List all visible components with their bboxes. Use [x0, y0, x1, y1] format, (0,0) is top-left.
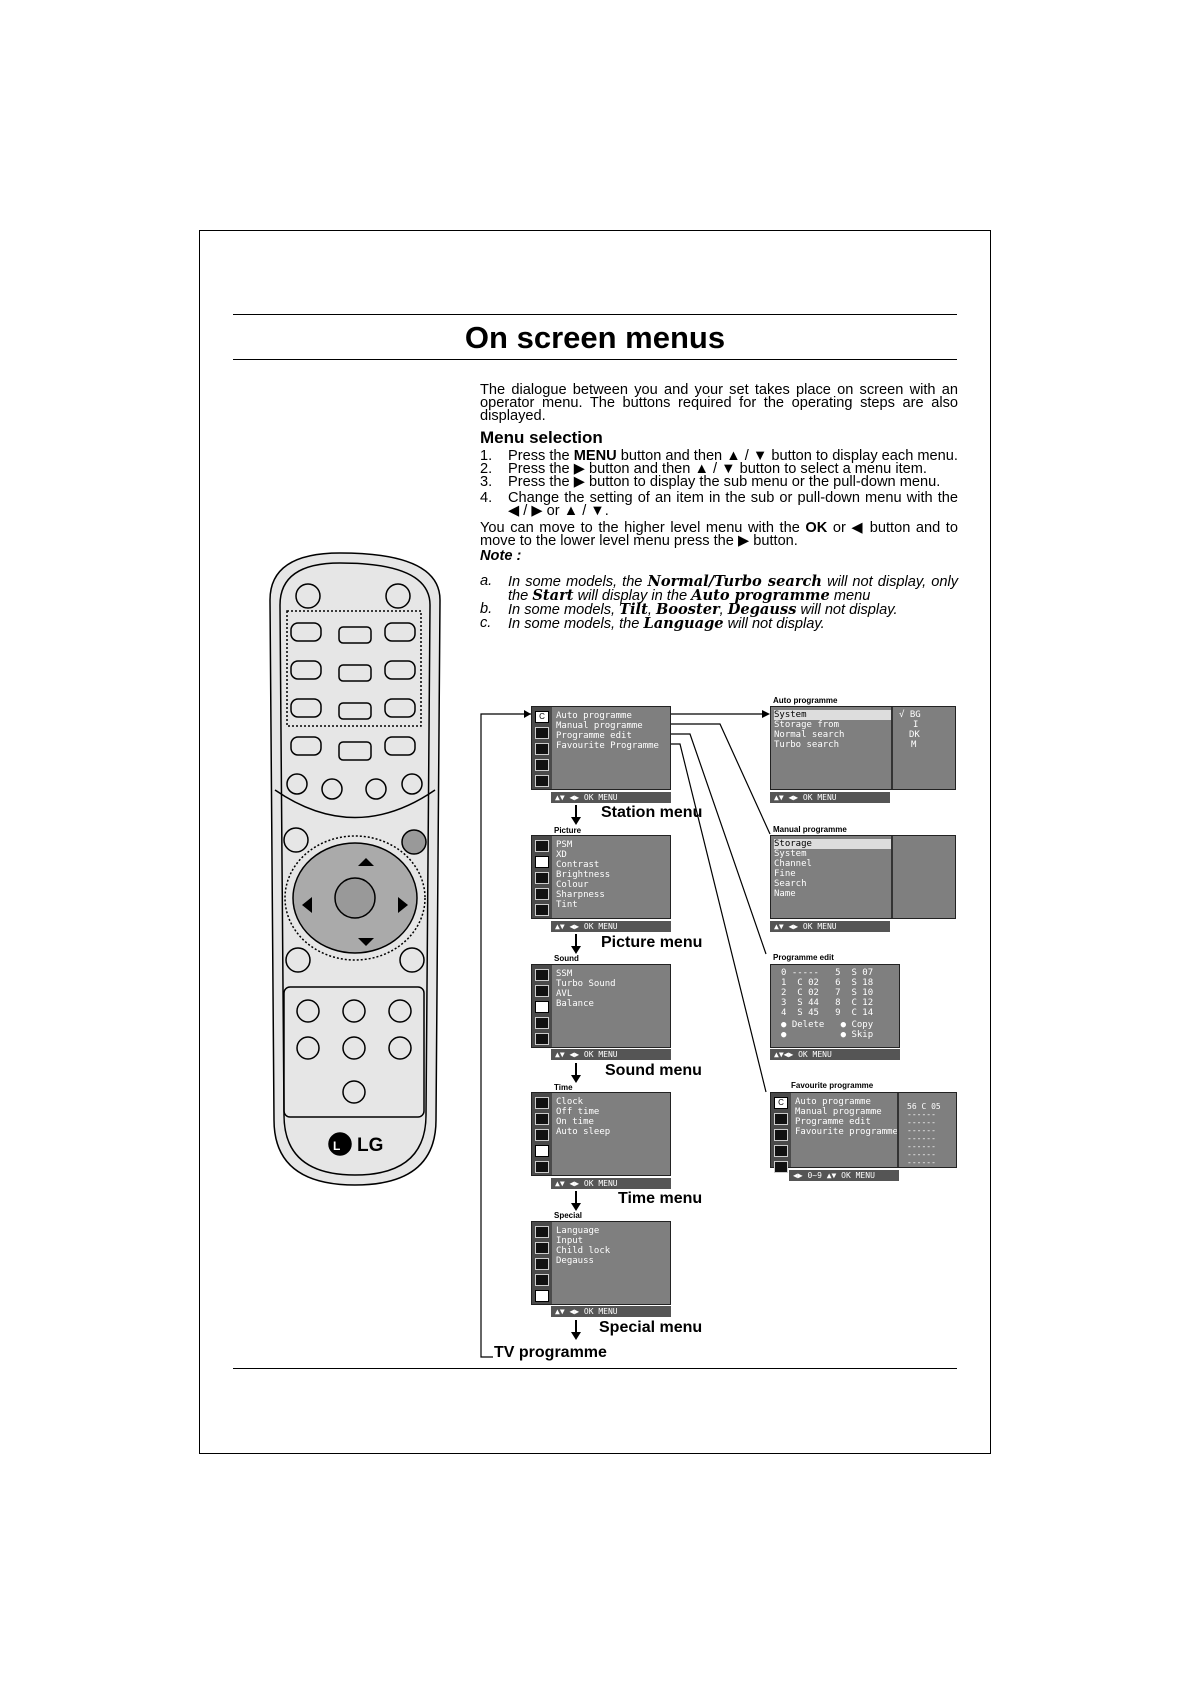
- station-menu-screen: C Auto programme Manual programme Progra…: [531, 706, 671, 790]
- page-frame: [199, 230, 991, 1454]
- menu-item: Manual programme: [556, 721, 643, 731]
- picture-title: Picture: [554, 826, 582, 835]
- note-b: b.In some models, Tilt, Booster, Degauss…: [480, 601, 898, 618]
- special-title: Special: [554, 1211, 583, 1220]
- note-a: a.In some models, the Normal/Turbo searc…: [480, 573, 959, 604]
- right-arrow-icon: [398, 897, 408, 913]
- section-heading: Menu selection: [480, 428, 603, 447]
- auto-programme-title: Auto programme: [773, 696, 838, 705]
- step-3: 3.Press the ▶ button to display the sub …: [480, 474, 941, 490]
- title-rule-top: [233, 314, 957, 315]
- down-arrow: [571, 1320, 581, 1340]
- down-arrow: [571, 1191, 581, 1211]
- favourite-programme-footer: ◀▶ 0~9 ▲▼ OK MENU: [789, 1170, 899, 1181]
- sound-title: Sound: [554, 954, 579, 963]
- bottom-rule: [233, 1368, 957, 1369]
- down-arrow: [571, 805, 581, 825]
- menu-item: Auto programme: [556, 711, 632, 721]
- notes: a.In some models, the Normal/Turbo searc…: [480, 573, 959, 632]
- picture-menu-label: Picture menu: [601, 934, 703, 951]
- down-arrow-icon: [358, 938, 374, 946]
- time-menu-footer: ▲▼ ◀▶ OK MENU: [551, 1178, 671, 1189]
- manual-programme-footer: ▲▼ ◀▶ OK MENU: [770, 921, 890, 932]
- note-label: Note :: [480, 548, 522, 564]
- auto-programme-footer: ▲▼ ◀▶ OK MENU: [770, 792, 890, 803]
- sound-menu-footer: ▲▼ ◀▶ OK MENU: [551, 1049, 671, 1060]
- programme-edit-footer: ▲▼◀▶ OK MENU: [770, 1049, 900, 1060]
- step-2: 2.Press the ▶ button and then ▲ / ▼ butt…: [480, 461, 927, 477]
- step-4: 4.Change the setting of an item in the s…: [480, 490, 958, 519]
- manual-programme-title: Manual programme: [773, 825, 847, 834]
- station-menu-footer: ▲▼ ◀▶ OK MENU: [551, 792, 671, 803]
- svg-text:L: L: [333, 1139, 340, 1153]
- station-menu-label: Station menu: [601, 804, 703, 821]
- menu-item: Programme edit: [556, 731, 632, 741]
- note-c: c.In some models, the Language will not …: [480, 615, 825, 632]
- special-menu-label: Special menu: [599, 1319, 703, 1336]
- intro-paragraph: The dialogue between you and your set ta…: [480, 382, 958, 424]
- time-title: Time: [554, 1083, 573, 1092]
- instructions: The dialogue between you and your set ta…: [480, 382, 959, 632]
- up-arrow-icon: [358, 858, 374, 866]
- page-title: On screen menus: [464, 320, 726, 355]
- step-4-extra: You can move to the higher level menu wi…: [480, 520, 958, 549]
- title-rule-bottom: [233, 359, 957, 360]
- down-arrow: [571, 1063, 581, 1083]
- time-menu-label: Time menu: [618, 1190, 703, 1207]
- lg-logo: LG: [357, 1135, 383, 1156]
- step-1: 1. Press the MENU button and then ▲ / ▼ …: [480, 448, 958, 464]
- down-arrow: [571, 934, 581, 954]
- menu-item: Favourite Programme: [556, 741, 659, 751]
- sound-menu-label: Sound menu: [605, 1062, 702, 1079]
- programme-edit-title: Programme edit: [773, 953, 834, 962]
- tv-programme-label: TV programme: [494, 1344, 607, 1361]
- favourite-programme-title: Favourite programme: [791, 1081, 874, 1090]
- left-arrow-icon: [302, 897, 312, 913]
- special-menu-footer: ▲▼ ◀▶ OK MENU: [551, 1306, 671, 1317]
- picture-menu-footer: ▲▼ ◀▶ OK MENU: [551, 921, 671, 932]
